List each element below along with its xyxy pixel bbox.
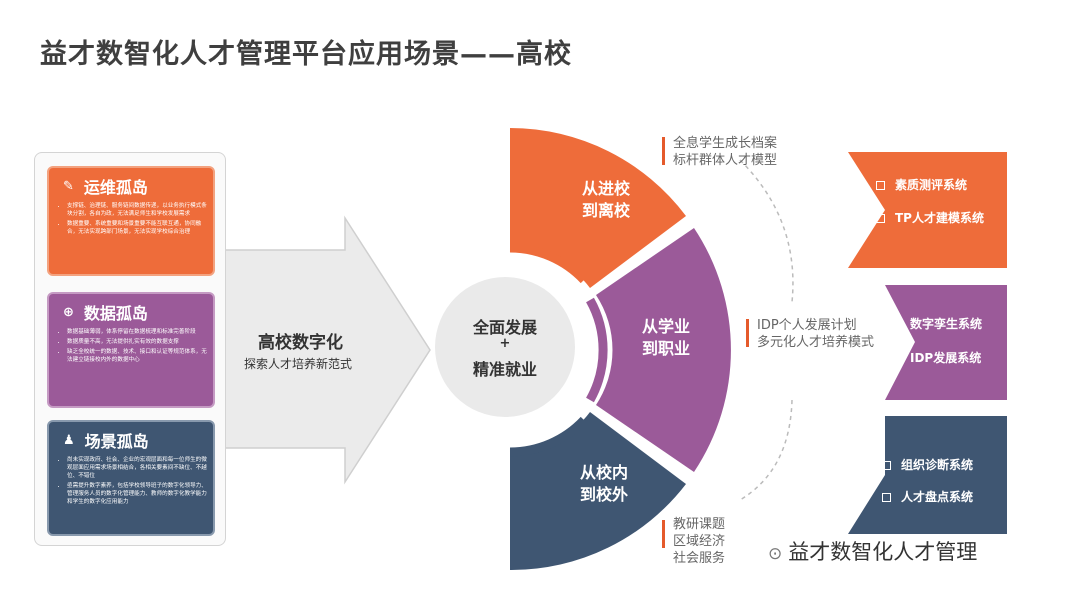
island-bullet: 数据质量不高，无法提供扎实有效的数据支撑 [67, 338, 207, 346]
note-line: 多元化人才培养模式 [757, 335, 875, 350]
segment-line1: 从校内 [579, 463, 628, 482]
system-box-purple [885, 285, 1007, 400]
note-line: 教研课题 [673, 517, 726, 532]
system-item: 人才盘点系统 [882, 488, 973, 505]
island-bullet: 数据基础薄弱，体系停留在数据梳理和标准完善阶段 [67, 328, 207, 336]
note-bar [662, 137, 665, 165]
checkbox-icon [882, 493, 891, 502]
note-middle: IDP个人发展计划 多元化人才培养模式 [757, 317, 874, 351]
island-card-ops: ✎ 运维孤岛 支撑链、治理链、服务链间数据传递，以业务执行模式条块分割，各自为政，… [47, 166, 215, 276]
center-circle [435, 277, 575, 417]
note-line: 社会服务 [673, 551, 726, 566]
segment-label-orange: 从进校 到离校 [566, 178, 646, 222]
segment-label-purple: 从学业 到职业 [626, 316, 706, 360]
dashed-connector-top [739, 159, 794, 303]
note-top: 全息学生成长档案 标杆群体人才模型 [673, 135, 777, 169]
island-bullet: 支撑链、治理链、服务链间数据传递，以业务执行模式条块分割，各自为政，无法满足师生… [67, 202, 207, 218]
inner-arc-purple [586, 297, 608, 403]
system-box-orange [848, 152, 1007, 268]
segment-label-navy: 从校内 到校外 [564, 462, 644, 506]
system-box-navy [848, 416, 1007, 534]
data-search-icon: ⊕ [63, 304, 74, 320]
note-bar [662, 520, 665, 548]
watermark: ⊙益才数智化人才管理 [768, 536, 977, 566]
checkbox-icon [876, 181, 885, 190]
edit-icon: ✎ [63, 178, 74, 194]
system-item: TP人才建模系统 [876, 209, 984, 226]
island-bullet: 尚未实现政府、社会、企业的宏观层面和每一位师生的微观层面应用需求场景相结合，各相… [67, 456, 207, 480]
note-line: 全息学生成长档案 [673, 136, 778, 151]
island-bullet: 数据重要、系统重要和场景重要不能互联互通，协同融合，无法实现跨部门场景，无法实现… [67, 220, 207, 236]
island-title: 运维孤岛 [83, 178, 148, 197]
inner-arc-navy [509, 416, 588, 457]
segment-line1: 从进校 [581, 179, 630, 198]
island-card-scene: ♟ 场景孤岛 尚未实现政府、社会、企业的宏观层面和每一位师生的微观层面应用需求场景… [47, 420, 215, 536]
digitization-arrow [215, 215, 431, 485]
segment-line2: 到职业 [641, 339, 690, 358]
system-item: 组织诊断系统 [882, 456, 973, 473]
page-title: 益才数智化人才管理平台应用场景——高校 [40, 39, 572, 70]
note-line: 标杆群体人才模型 [673, 153, 778, 168]
wechat-icon: ⊙ [768, 544, 783, 564]
island-bullet: 亟需提升数字素养，包括学校领导班子的数字化领导力、管理服务人员的数字化管理能力、… [67, 482, 207, 506]
center-plus: + [499, 336, 511, 351]
center-line2: 精准就业 [472, 360, 537, 379]
people-icon: ♟ [63, 432, 75, 448]
system-item: IDP发展系统 [910, 351, 982, 365]
system-item: 数字孪生系统 [910, 317, 983, 331]
dashed-connector-bottom [739, 399, 793, 501]
center-line1: 全面发展 [472, 318, 537, 337]
arrow-subtitle: 探索人才培养新范式 [244, 357, 353, 371]
system-item: 素质测评系统 [876, 176, 967, 193]
note-bottom: 教研课题 区域经济 社会服务 [673, 516, 725, 567]
inner-arc-orange [509, 243, 588, 284]
segment-line2: 到校外 [579, 485, 628, 504]
island-title: 场景孤岛 [84, 432, 149, 451]
arrow-title: 高校数字化 [258, 333, 343, 353]
watermark-text: 益才数智化人才管理 [788, 540, 978, 564]
island-title: 数据孤岛 [83, 304, 148, 323]
note-line: 区域经济 [673, 534, 726, 549]
checkbox-icon [882, 461, 891, 470]
island-bullet: 缺乏全校统一的数据、技术、接口和认证等规范体系，无法建立链接校内外的数据中心 [67, 348, 207, 364]
checkbox-icon [876, 214, 885, 223]
segment-purple [596, 228, 731, 472]
segment-line2: 到离校 [581, 201, 630, 220]
island-card-data: ⊕ 数据孤岛 数据基础薄弱，体系停留在数据梳理和标准完善阶段 数据质量不高，无法提… [47, 292, 215, 408]
note-line: IDP个人发展计划 [757, 318, 857, 333]
segment-navy [510, 412, 686, 571]
segment-line1: 从学业 [641, 317, 690, 336]
note-bar [746, 319, 749, 347]
segment-orange [510, 128, 686, 288]
